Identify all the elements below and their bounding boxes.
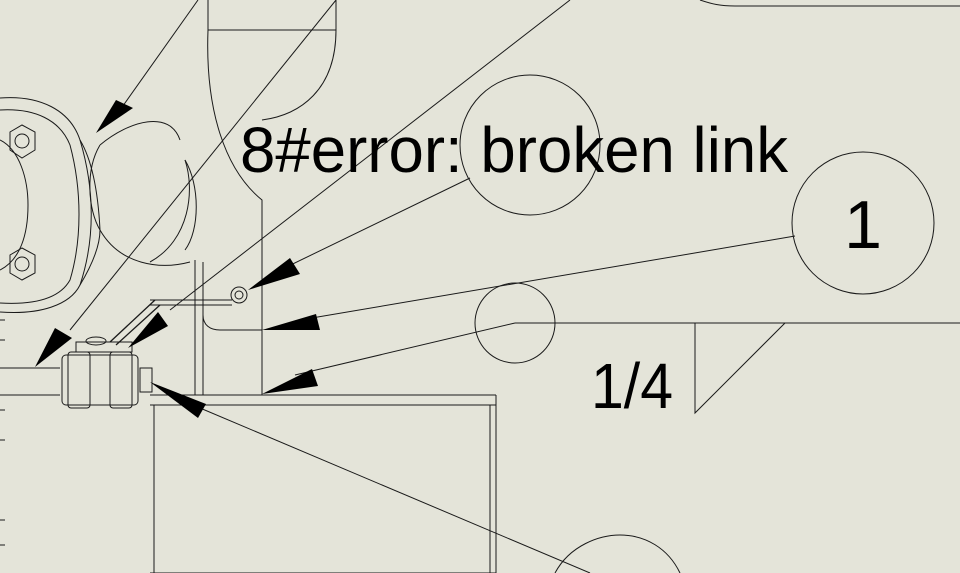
pipe-elbow [89,0,337,266]
arrowhead-bracket-weld [262,314,320,330]
base-enclosure [150,394,497,573]
pipe-flange [0,97,101,546]
leader-lines [69,0,960,573]
weld-all-around-circle [474,282,556,364]
ball-valve [0,299,161,409]
balloon-item-1-label: 1 [844,187,882,263]
balloon-item-1: 1 [791,151,935,295]
weld-size-label: 1/4 [591,350,673,422]
weld-symbol: 1/4 [474,282,786,422]
arrowhead-bracket-hole [248,258,300,290]
fillet-weld-triangle [694,322,786,415]
leader-arrowheads [35,100,320,418]
arrowhead-elbow [96,100,133,133]
arrowhead-valve-body [150,382,206,418]
bolt-upper [9,124,36,159]
arrowhead-valve-inlet [35,328,72,367]
balloon-partial-bottom [554,534,681,573]
arrowhead-base-weld [262,369,318,394]
balloon-error-label: 8#error: broken link [240,114,789,186]
bolt-lower [9,247,36,281]
balloon-error: 8#error: broken link [240,74,789,216]
arrowhead-valve-stem [128,312,168,348]
top-body-outline [699,0,960,7]
